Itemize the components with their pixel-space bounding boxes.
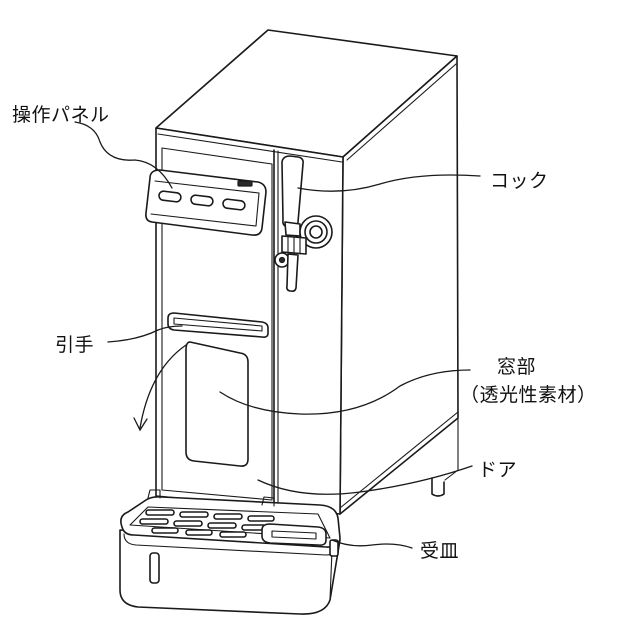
cock-knob-center (280, 258, 285, 263)
label-window-material: （透光性素材） (460, 380, 597, 407)
leader-drip-tray (332, 540, 412, 548)
door-window (186, 342, 248, 466)
drip-tray-window (150, 553, 159, 583)
panel-indicator (238, 181, 252, 186)
cock-body (285, 222, 300, 236)
cock-flange-core (310, 226, 322, 238)
panel-button-3[interactable] (222, 199, 245, 211)
label-door: ドア (478, 455, 517, 482)
panel-button-2[interactable] (190, 195, 213, 207)
panel-button-1[interactable] (158, 191, 181, 203)
label-cock: コック (490, 166, 549, 193)
label-drip-tray: 受皿 (420, 536, 459, 563)
label-handle: 引手 (55, 330, 94, 357)
label-operation-panel: 操作パネル (12, 100, 110, 127)
base-foot (432, 478, 444, 496)
label-window: 窓部 (497, 352, 536, 379)
cock-spout (287, 254, 298, 291)
